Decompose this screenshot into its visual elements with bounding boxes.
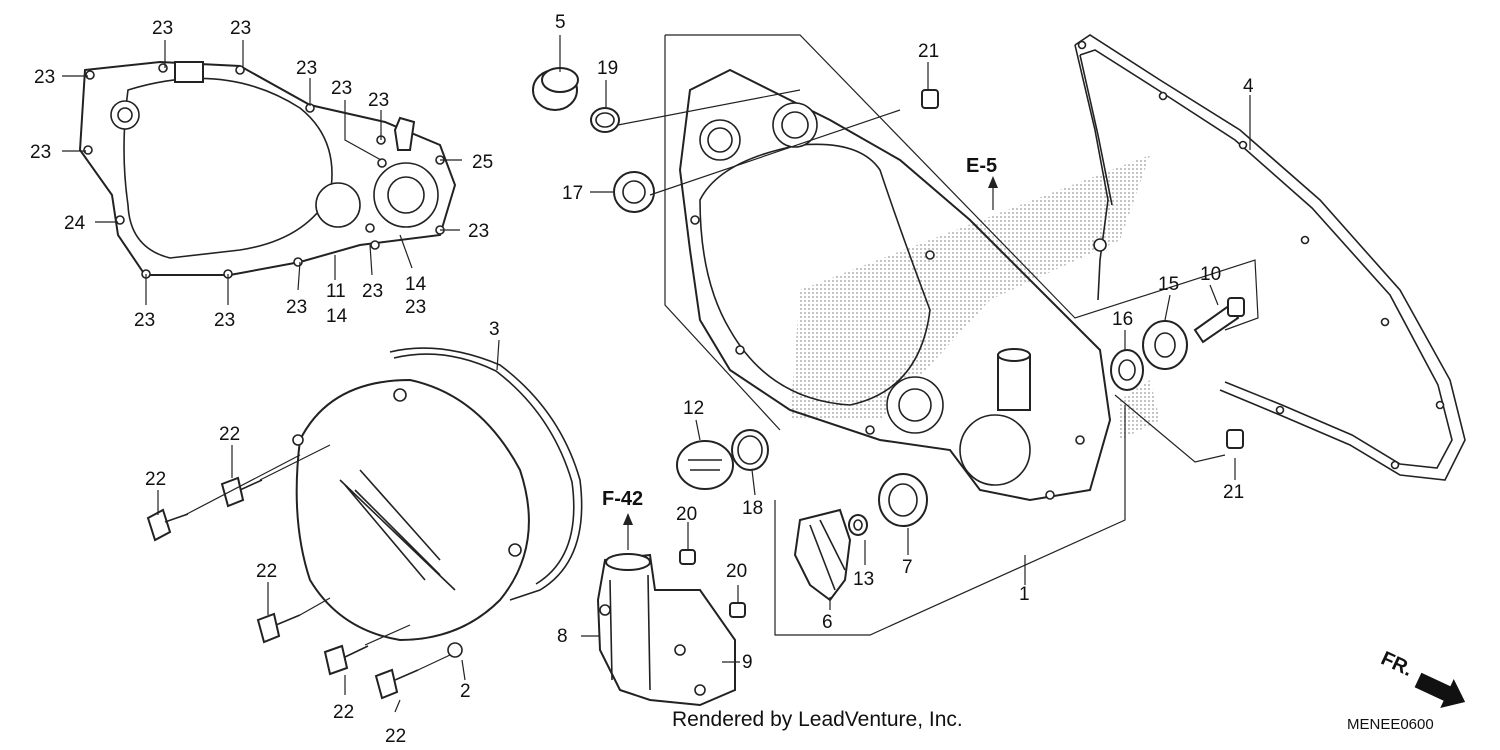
water-pump-impeller [793, 508, 852, 602]
part-label: 15 [1158, 274, 1179, 295]
part-label: 20 [726, 561, 747, 582]
part-label: 8 [557, 626, 568, 647]
part-label: 18 [742, 498, 763, 519]
inner-cover-gasket [78, 60, 457, 279]
part-label: 23 [34, 67, 55, 88]
part-label: 21 [1223, 482, 1244, 503]
part-label: 11 [326, 281, 346, 302]
part-label: 22 [385, 726, 406, 747]
part-label: 23 [214, 310, 235, 331]
part-label: 22 [145, 469, 166, 490]
bolt-22-e [374, 668, 419, 700]
part-label: 21 [918, 41, 939, 62]
bolt-22-a [146, 508, 189, 542]
bolt-22-d [323, 644, 369, 676]
part-label: 12 [683, 398, 704, 419]
oil-filler-cap [532, 67, 579, 111]
part-label: 5 [555, 12, 566, 33]
footer-credit: Rendered by LeadVenture, Inc. [672, 708, 963, 731]
ref-label-e5: E-5 [966, 155, 997, 177]
leader-lines [62, 35, 1251, 713]
drain-plug-12 [676, 440, 734, 490]
dowel-pin-20-a [679, 549, 696, 565]
part-label: 3 [489, 319, 500, 340]
part-label: 23 [368, 90, 389, 111]
clutch-cover [292, 347, 583, 658]
o-ring-19 [590, 107, 620, 133]
part-label: 20 [676, 504, 697, 525]
part-label: 14 [326, 306, 348, 327]
part-label: 23 [134, 310, 155, 331]
bolt-22-b [220, 476, 263, 508]
outer-cover-gasket [1074, 34, 1466, 481]
part-label: 22 [256, 561, 277, 582]
ref-arrow-e5 [988, 176, 998, 210]
part-label: 23 [468, 221, 489, 242]
part-label: 17 [562, 183, 583, 204]
part-label: 23 [362, 281, 383, 302]
bolt-22-c [256, 612, 301, 644]
part-label: 4 [1243, 76, 1254, 97]
water-pump-cover [596, 553, 736, 707]
part-label: 23 [152, 18, 173, 39]
front-direction-arrow [1414, 672, 1466, 709]
assembly-bracket-lines [664, 34, 1259, 636]
part-label: 7 [902, 557, 913, 578]
ref-arrow-f42 [623, 513, 633, 550]
diagram-code: MENEE0600 [1347, 716, 1434, 733]
ref-label-f42: F-42 [602, 488, 643, 510]
oil-seal-17 [613, 171, 655, 213]
direction-label: FR. [1377, 647, 1415, 681]
part-label: 23 [405, 297, 426, 318]
part-label: 22 [333, 702, 354, 723]
part-label: 9 [742, 652, 753, 673]
right-crankcase-cover [678, 68, 1160, 502]
part-label: 23 [296, 58, 317, 79]
part-label: 23 [230, 18, 251, 39]
part-label: 23 [286, 297, 307, 318]
part-label: 6 [822, 612, 833, 633]
part-label: 23 [331, 78, 352, 99]
part-label: 19 [597, 58, 618, 79]
dowel-pin-21-bottom [1226, 429, 1244, 449]
part-label: 16 [1112, 309, 1133, 330]
part-label: 23 [30, 142, 51, 163]
dowel-pin-20-b [729, 602, 746, 618]
part-label: 25 [472, 152, 493, 173]
part-label: 24 [64, 213, 86, 234]
part-label: 13 [853, 569, 874, 590]
part-label: 1 [1019, 584, 1030, 605]
part-label: 22 [219, 424, 240, 445]
part-label: 2 [460, 681, 471, 702]
part-label: 14 [405, 274, 427, 295]
part-label: 10 [1200, 264, 1221, 285]
dowel-pin-21-top [921, 89, 939, 109]
